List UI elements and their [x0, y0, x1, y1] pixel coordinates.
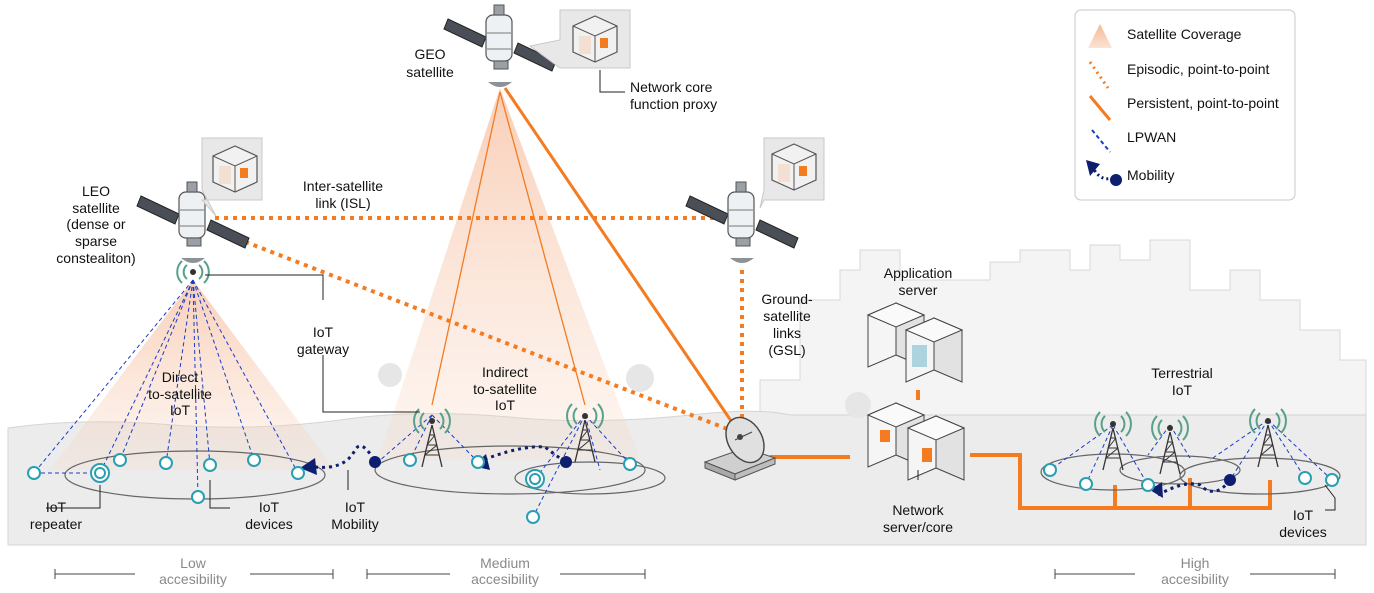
leo-coverage-beam: [50, 280, 335, 470]
svg-text:server: server: [899, 282, 938, 298]
svg-text:(GSL): (GSL): [768, 342, 805, 358]
network-core-proxy-icon: [572, 15, 618, 63]
legend-coverage: Satellite Coverage: [1127, 26, 1242, 42]
legend: Satellite Coverage Episodic, point-to-po…: [1074, 9, 1296, 201]
svg-text:IoT: IoT: [345, 499, 366, 515]
legend-lpwan: LPWAN: [1127, 129, 1176, 145]
svg-text:gateway: gateway: [297, 341, 349, 357]
geo-satellite-icon: [443, 4, 557, 72]
application-server-icon: [867, 302, 963, 383]
accessibility-scale: Low accesibility Medium accesibility Hig…: [159, 555, 1229, 587]
svg-text:IoT: IoT: [1172, 382, 1193, 398]
svg-text:sparse: sparse: [75, 233, 117, 249]
svg-text:devices: devices: [245, 516, 292, 532]
network-server-icon: [867, 402, 965, 481]
svg-text:satellite: satellite: [763, 308, 811, 324]
legend-mobility: Mobility: [1127, 167, 1174, 183]
svg-text:Indirect: Indirect: [482, 364, 528, 380]
svg-text:function proxy: function proxy: [630, 96, 717, 112]
svg-text:High: High: [1181, 555, 1210, 571]
svg-text:to-satellite: to-satellite: [148, 386, 212, 402]
svg-text:IoT: IoT: [313, 324, 334, 340]
svg-text:IoT: IoT: [170, 402, 191, 418]
svg-text:(dense or: (dense or: [66, 216, 125, 232]
svg-text:IoT: IoT: [46, 499, 67, 515]
svg-text:server/core: server/core: [883, 519, 953, 535]
svg-text:IoT: IoT: [259, 499, 280, 515]
diagram-labels: GEO satellite Network core function prox…: [30, 46, 1327, 540]
legend-episodic: Episodic, point-to-point: [1127, 61, 1270, 77]
svg-text:Network core: Network core: [630, 79, 713, 95]
ground-station-dish-icon: [703, 416, 777, 481]
svg-text:Medium: Medium: [480, 555, 530, 571]
iot-devices: [27, 453, 1339, 524]
svg-text:accesibility: accesibility: [159, 571, 227, 587]
svg-text:IoT: IoT: [495, 397, 516, 413]
svg-text:Inter-satellite: Inter-satellite: [303, 178, 383, 194]
svg-text:links: links: [773, 325, 801, 341]
svg-text:accesibility: accesibility: [471, 571, 539, 587]
svg-text:Terrestrial: Terrestrial: [1151, 365, 1212, 381]
svg-text:Network: Network: [892, 502, 944, 518]
svg-text:LEO: LEO: [82, 183, 110, 199]
svg-text:satellite: satellite: [72, 200, 120, 216]
svg-text:Direct: Direct: [162, 369, 199, 385]
network-core-proxy-icon: [771, 143, 817, 191]
network-core-proxy-icon: [212, 145, 258, 193]
svg-text:link (ISL): link (ISL): [315, 195, 370, 211]
leo-gateway-antenna-icon: [176, 260, 210, 284]
svg-text:GEO: GEO: [414, 46, 445, 62]
svg-text:Application: Application: [884, 265, 953, 281]
svg-text:accesibility: accesibility: [1161, 571, 1229, 587]
iot-repeaters: [90, 463, 545, 489]
svg-text:constealiton): constealiton): [56, 250, 135, 266]
legend-persistent: Persistent, point-to-point: [1127, 95, 1279, 111]
svg-text:IoT: IoT: [1293, 507, 1314, 523]
svg-text:Ground-: Ground-: [761, 291, 813, 307]
svg-text:satellite: satellite: [406, 64, 454, 80]
svg-text:repeater: repeater: [30, 516, 82, 532]
svg-text:devices: devices: [1279, 524, 1326, 540]
svg-text:Mobility: Mobility: [331, 516, 378, 532]
coverage-legend-icon: [1088, 24, 1112, 48]
svg-text:Low: Low: [180, 555, 207, 571]
svg-text:to-satellite: to-satellite: [473, 381, 537, 397]
